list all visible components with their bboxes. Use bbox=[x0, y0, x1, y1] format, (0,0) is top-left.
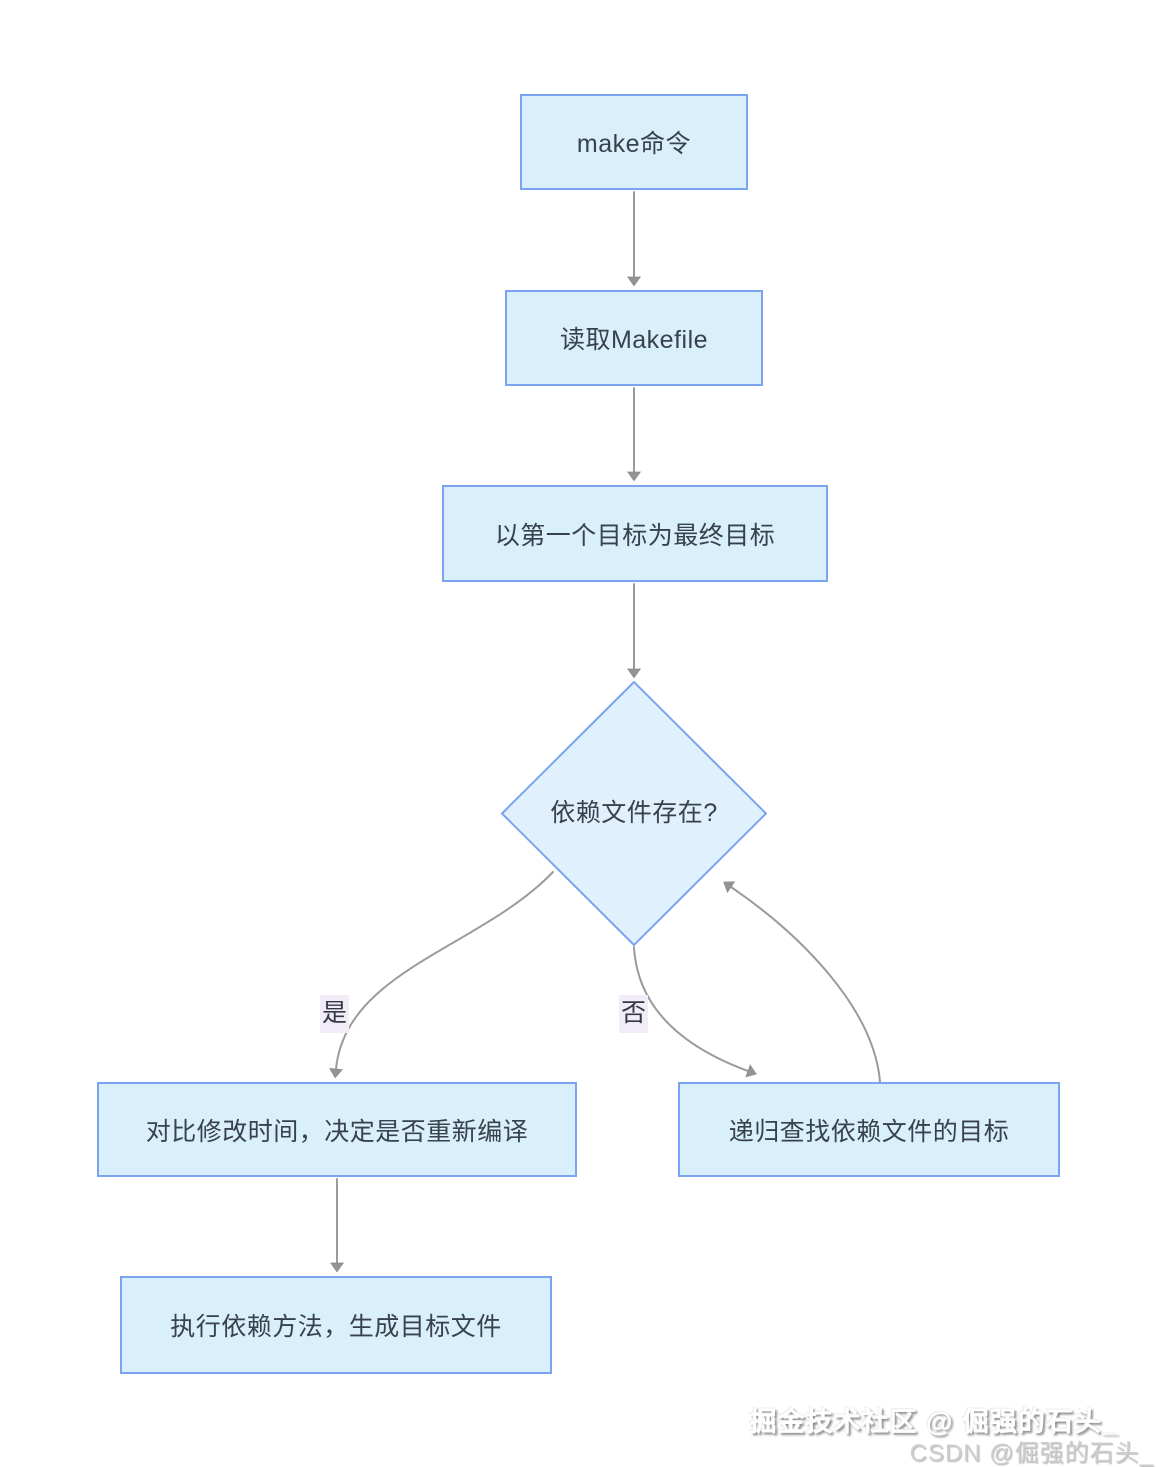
node-first-target: 以第一个目标为最终目标 bbox=[442, 485, 828, 582]
edge-recursive-back-to-decision bbox=[723, 881, 881, 1083]
watermark-csdn: CSDN @倔强的石头_ bbox=[909, 1440, 1154, 1467]
node-compare-time-label: 对比修改时间，决定是否重新编译 bbox=[145, 1117, 529, 1146]
watermark-juejin: 掘金技术社区 @ 倔强的石头_ bbox=[749, 1407, 1118, 1437]
node-make-command: make命令 bbox=[520, 94, 748, 190]
node-recursive-find: 递归查找依赖文件的目标 bbox=[678, 1082, 1060, 1177]
edge-label-yes: 是 bbox=[320, 995, 350, 1033]
node-recursive-find-label: 递归查找依赖文件的目标 bbox=[728, 1117, 1010, 1146]
edge-decision-no-to-recursive bbox=[633, 946, 757, 1078]
node-first-target-label: 以第一个目标为最终目标 bbox=[494, 521, 776, 550]
edge-label-no: 否 bbox=[619, 995, 649, 1033]
node-execute-build-label: 执行依赖方法，生成目标文件 bbox=[170, 1313, 502, 1341]
node-dependency-exists-label: 依赖文件存在? bbox=[550, 799, 718, 827]
node-make-command-label: make命令 bbox=[576, 130, 692, 158]
edge-decision-yes-to-compare bbox=[329, 871, 554, 1079]
node-read-makefile: 读取Makefile bbox=[505, 290, 763, 386]
node-execute-build: 执行依赖方法，生成目标文件 bbox=[120, 1276, 552, 1374]
node-read-makefile-label: 读取Makefile bbox=[559, 326, 709, 354]
node-dependency-exists-shape bbox=[501, 681, 767, 946]
node-compare-time: 对比修改时间，决定是否重新编译 bbox=[97, 1082, 577, 1177]
